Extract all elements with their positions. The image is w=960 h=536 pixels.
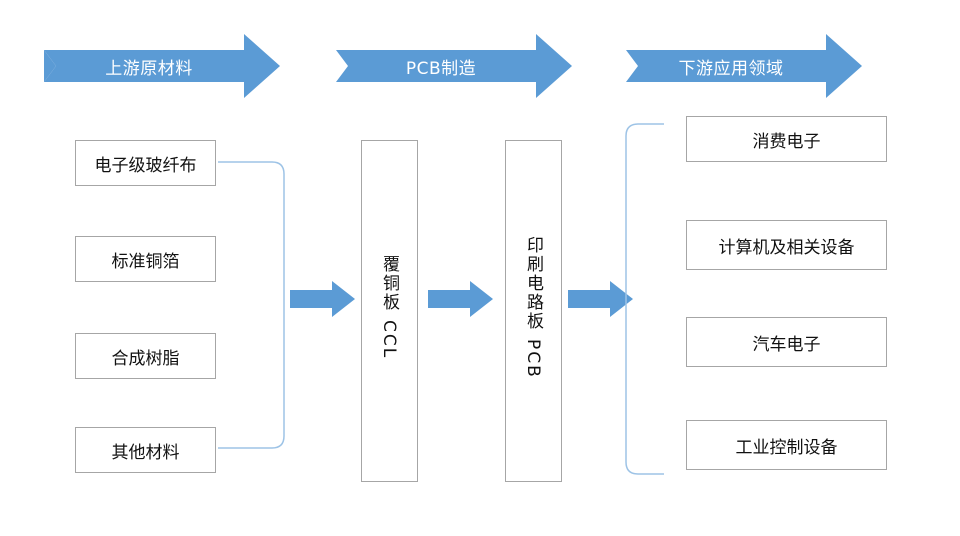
- stage-arrow-downstream-shape: [626, 34, 862, 98]
- material-box-resin: 合成树脂: [75, 333, 216, 379]
- material-box-copper-foil: 标准铜箔: [75, 236, 216, 282]
- pcb-box: 印刷电路板 PCB: [505, 140, 562, 482]
- application-box-industrial-control: 工业控制设备: [686, 420, 887, 470]
- material-label: 其他材料: [111, 442, 180, 463]
- stage-arrow-upstream: 上游原材料: [44, 34, 280, 98]
- stage-label-downstream: 下游应用领域: [678, 58, 784, 79]
- pcb-abbr: PCB: [523, 338, 543, 379]
- ccl-abbr: CCL: [379, 319, 399, 360]
- material-label: 合成树脂: [111, 348, 180, 369]
- flow-arrow-materials-to-ccl: [290, 281, 355, 317]
- application-label: 消费电子: [752, 131, 821, 152]
- materials-bracket: [218, 161, 285, 449]
- stage-arrow-pcb: PCB制造: [336, 34, 572, 98]
- application-box-consumer-electronics: 消费电子: [686, 116, 887, 162]
- stage-label-pcb: PCB制造: [405, 58, 477, 79]
- ccl-box: 覆铜板 CCL: [361, 140, 418, 482]
- ccl-name: 覆铜板: [379, 254, 399, 312]
- ccl-label: 覆铜板 CCL: [377, 255, 402, 367]
- application-label: 计算机及相关设备: [718, 237, 855, 258]
- material-label: 标准铜箔: [111, 251, 180, 272]
- material-box-glass-fiber: 电子级玻纤布: [75, 140, 216, 186]
- stage-arrow-pcb-shape: [336, 34, 572, 98]
- application-label: 工业控制设备: [735, 437, 838, 458]
- pcb-name: 印刷电路板: [523, 235, 543, 331]
- stage-label-upstream: 上游原材料: [105, 58, 193, 79]
- application-box-computers: 计算机及相关设备: [686, 220, 887, 270]
- stage-arrow-downstream: 下游应用领域: [626, 34, 862, 98]
- flow-arrow-ccl-to-pcb: [428, 281, 493, 317]
- material-box-other: 其他材料: [75, 427, 216, 473]
- applications-bracket: [625, 123, 664, 475]
- material-label: 电子级玻纤布: [94, 155, 197, 176]
- flow-arrow-pcb-to-applications: [568, 281, 633, 317]
- application-label: 汽车电子: [752, 334, 821, 355]
- stage-arrow-upstream-shape: [44, 34, 280, 98]
- application-box-automotive: 汽车电子: [686, 317, 887, 367]
- pcb-label: 印刷电路板 PCB: [521, 236, 546, 387]
